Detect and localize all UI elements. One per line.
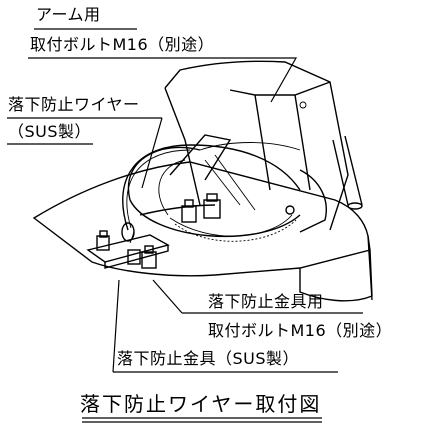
fall-prevention-wire xyxy=(121,144,301,242)
fitting-bolt-label-line2: 取付ボルトM16（別途） xyxy=(208,321,393,340)
wire-label-line2: （SUS製） xyxy=(8,122,92,141)
arm-structure xyxy=(164,60,363,233)
arm-label-line2: 取付ボルトM16（別途） xyxy=(30,35,215,54)
fall-prevention-bracket xyxy=(86,229,170,269)
leader-lines xyxy=(7,28,363,423)
base-slab xyxy=(32,161,373,302)
drawing-title: 落下防止ワイヤー取付図 xyxy=(80,392,322,416)
arm-label-line1: アーム用 xyxy=(36,5,101,24)
fitting-label: 落下防止金具（SUS製） xyxy=(117,349,300,368)
fitting-bolt-label-line1: 落下防止金具用 xyxy=(208,292,324,311)
wire-label-line1: 落下防止ワイヤー xyxy=(8,95,140,114)
